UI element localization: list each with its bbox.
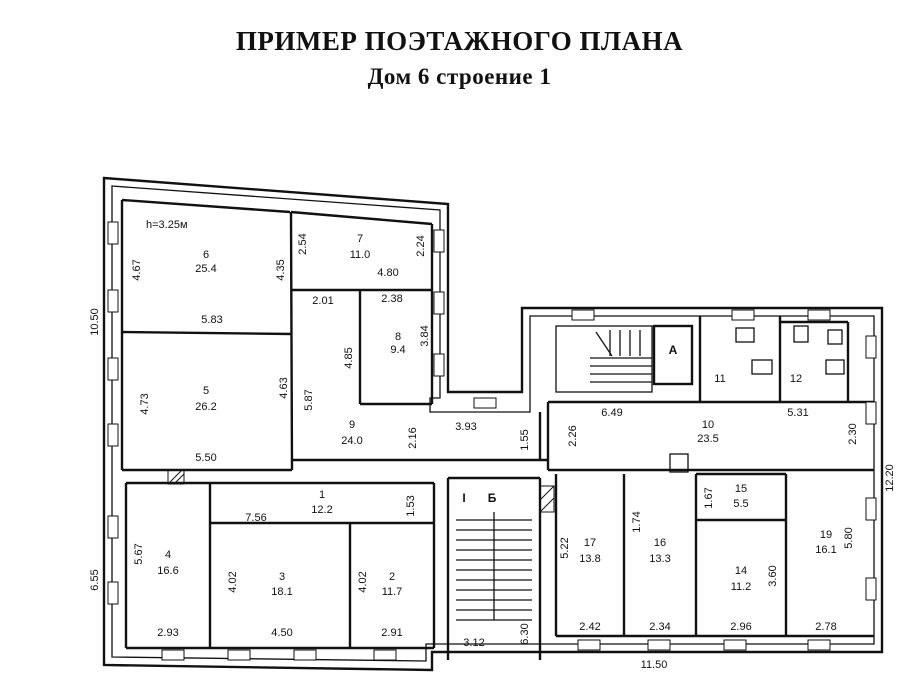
hatched-columns xyxy=(167,453,689,513)
dim-label: 2.16 xyxy=(407,427,419,448)
sanitary-fixtures xyxy=(735,325,845,375)
interior-walls xyxy=(120,198,874,660)
dim-label: 4.50 xyxy=(271,627,292,639)
dim-label: 5.50 xyxy=(195,452,216,464)
dim-label: 2.42 xyxy=(579,621,600,633)
dim-label: 12.20 xyxy=(884,464,896,492)
dim-label: 2.26 xyxy=(567,425,579,446)
dim-label: 3.93 xyxy=(455,421,476,433)
dim-label: 2.30 xyxy=(847,423,859,444)
dim-label: 1.53 xyxy=(405,495,417,516)
dim-label: 2.91 xyxy=(381,627,402,639)
room-2-number: 2 xyxy=(389,571,395,583)
room-16-number: 16 xyxy=(654,537,666,549)
dim-label: 6.30 xyxy=(519,623,531,644)
room-5-number: 5 xyxy=(203,385,209,397)
dim-label: 1.74 xyxy=(631,511,643,532)
dim-label: 2.34 xyxy=(649,621,670,633)
dim-label: 7.56 xyxy=(245,512,266,524)
room-10-area: 23.5 xyxy=(697,433,718,445)
dim-label: 2.96 xyxy=(730,621,751,633)
dim-label: 4.35 xyxy=(275,259,287,280)
dim-label: 3.60 xyxy=(767,565,779,586)
dim-label: 5.67 xyxy=(133,543,145,564)
dim-label: 1.67 xyxy=(703,487,715,508)
room-17-number: 17 xyxy=(584,537,596,549)
dim-label: 6.49 xyxy=(601,407,622,419)
room-19-number: 19 xyxy=(820,529,832,541)
dim-label: 5.83 xyxy=(201,314,222,326)
windows xyxy=(107,221,877,661)
dim-label: 2.93 xyxy=(157,627,178,639)
room-6-number: 6 xyxy=(203,249,209,261)
stair-a-treads xyxy=(590,330,652,383)
ceiling-height-note: h=3.25м xyxy=(146,219,188,231)
stair-b-treads xyxy=(456,512,532,621)
dim-label: 4.80 xyxy=(377,267,398,279)
dim-label: 10.50 xyxy=(89,308,101,336)
dim-label: 4.02 xyxy=(227,571,239,592)
room-6-area: 25.4 xyxy=(195,263,216,275)
dim-label: 1.55 xyxy=(519,429,531,450)
room-1-area: 12.2 xyxy=(311,504,332,516)
room-5-area: 26.2 xyxy=(195,401,216,413)
dim-label: 2.38 xyxy=(381,293,402,305)
room-3-number: 3 xyxy=(279,571,285,583)
dim-label: 3.84 xyxy=(419,325,431,346)
plan-subtitle: Дом 6 строение 1 xyxy=(367,64,552,89)
dim-label: 4.67 xyxy=(131,259,143,280)
room-9-area: 24.0 xyxy=(341,435,362,447)
dim-label: 2.54 xyxy=(297,233,309,254)
dim-label: 5.80 xyxy=(843,527,855,548)
room-7-number: 7 xyxy=(357,233,363,245)
outer-walls xyxy=(102,176,884,672)
room-8-number: 8 xyxy=(395,331,401,343)
room-4-area: 16.6 xyxy=(157,565,178,577)
stair-b-label: Б xyxy=(488,491,497,505)
room-1-number: 1 xyxy=(319,489,325,501)
room-10-number: 10 xyxy=(702,419,714,431)
dim-label: 5.31 xyxy=(787,407,808,419)
room-19-area: 16.1 xyxy=(815,544,836,556)
room-14-area: 11.2 xyxy=(731,581,752,593)
room-17-area: 13.8 xyxy=(579,553,600,565)
room-2-area: 11.7 xyxy=(382,586,403,598)
dim-label: 4.85 xyxy=(343,347,355,368)
dim-label: 5.87 xyxy=(303,389,315,410)
plan-title: ПРИМЕР ПОЭТАЖНОГО ПЛАНА xyxy=(235,26,684,56)
room-15-area: 5.5 xyxy=(733,498,748,510)
dim-label: 5.22 xyxy=(559,537,571,558)
dim-label: 4.73 xyxy=(139,393,151,414)
room-8-area: 9.4 xyxy=(390,344,405,356)
room-12-number: 12 xyxy=(790,373,802,385)
dim-label: 4.63 xyxy=(278,377,290,398)
dim-label: 11.50 xyxy=(641,659,668,671)
room-11-number: 11 xyxy=(714,373,725,385)
dim-label: 2.24 xyxy=(415,235,427,256)
room-4-number: 4 xyxy=(165,549,171,561)
dim-label: 4.02 xyxy=(357,571,369,592)
room-7-area: 11.0 xyxy=(350,249,371,261)
dim-label: 2.78 xyxy=(815,621,836,633)
dim-label: 2.01 xyxy=(312,295,333,307)
room-16-area: 13.3 xyxy=(649,553,670,565)
entry-mark: I xyxy=(462,491,465,505)
room-9-number: 9 xyxy=(349,419,355,431)
stair-a-label: А xyxy=(669,343,678,357)
room-3-area: 18.1 xyxy=(271,586,292,598)
dim-label: 3.12 xyxy=(463,637,484,649)
dim-label: 6.55 xyxy=(89,569,101,590)
room-14-number: 14 xyxy=(735,565,747,577)
room-15-number: 15 xyxy=(735,483,747,495)
